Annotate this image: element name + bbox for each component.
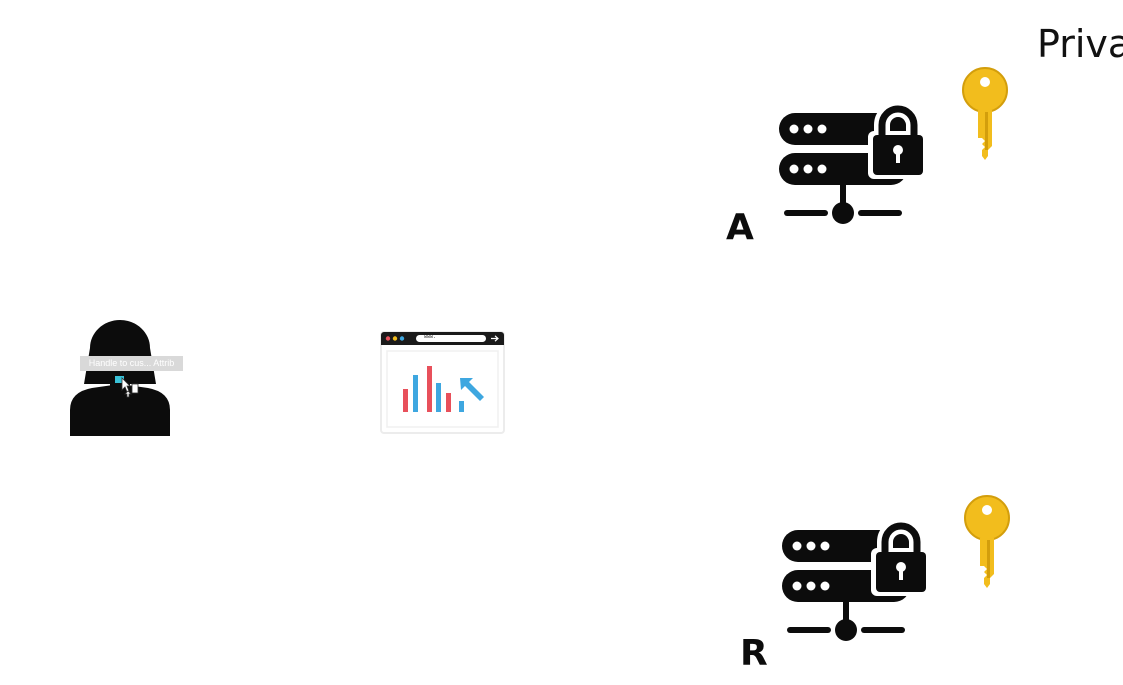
key-icon	[964, 495, 1010, 588]
browser-analytics-icon	[380, 331, 505, 434]
server-r-label: R	[740, 633, 768, 674]
server-lock-icon	[779, 101, 928, 224]
title-text: Priva	[1037, 22, 1123, 66]
key-r	[963, 494, 1013, 592]
url-text: www.	[424, 334, 437, 340]
browser-window: www.	[380, 331, 505, 434]
cursor-icon	[114, 372, 144, 402]
tooltip: Handle to cus... Attrib	[80, 356, 183, 371]
key-a	[961, 66, 1011, 164]
server-r	[779, 512, 939, 647]
server-a-label: A	[726, 207, 754, 248]
server-lock-icon	[782, 518, 931, 641]
server-a	[776, 95, 936, 230]
key-icon	[962, 67, 1008, 160]
